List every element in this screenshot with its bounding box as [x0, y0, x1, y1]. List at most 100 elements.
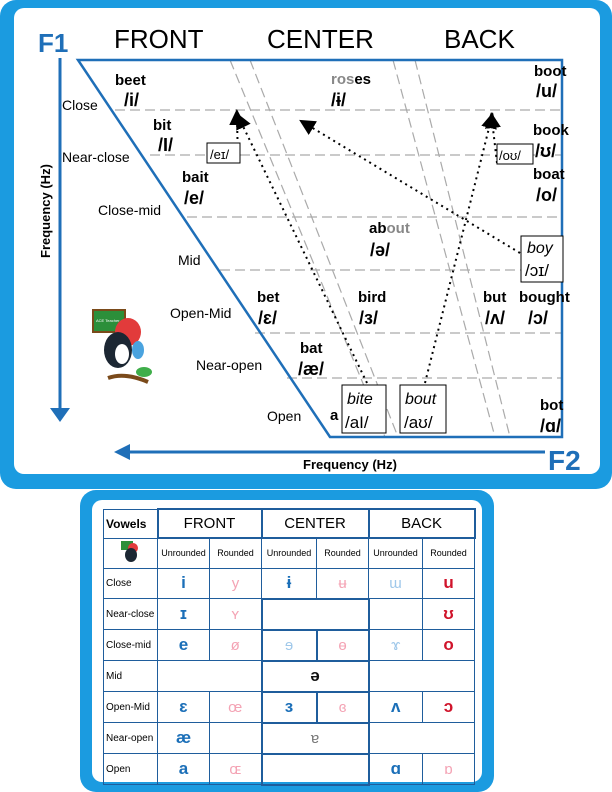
row-label: Close-mid: [103, 629, 158, 661]
vowel-cell: y: [208, 567, 263, 599]
ipa-roses: /ɨ/: [331, 90, 346, 110]
row-open: Open: [267, 408, 301, 424]
vowel-cell-empty: [368, 660, 476, 692]
row-near-close: Near-close: [62, 149, 130, 165]
ipa-bout: /aʊ/: [404, 413, 433, 432]
vowel-cell: i: [157, 567, 210, 599]
mascot-parrot-icon: ACE Teacher: [92, 309, 152, 384]
word-boot: boot: [534, 63, 566, 80]
ipa-bit: /I/: [158, 135, 173, 155]
word-roses: roses: [331, 71, 371, 88]
row-label: Near-open: [103, 722, 158, 754]
word-bot: bot: [540, 397, 563, 414]
vowel-cell: ɘ: [260, 628, 318, 662]
vowel-cell: e: [157, 629, 210, 661]
word-bait: bait: [182, 169, 209, 186]
freq-label-v: Frequency (Hz): [38, 164, 53, 258]
table-row: Open-Mid ɛ œ ɜ ɞ ʌ ɔ: [103, 690, 476, 724]
row-open-mid: Open-Mid: [170, 305, 231, 321]
ipa-ou: /oʊ/: [499, 148, 521, 163]
table-col-center: CENTER: [260, 508, 370, 539]
word-bat: bat: [300, 340, 323, 357]
vowel-cell: ɨ: [261, 567, 318, 599]
ipa-boat: /o/: [536, 185, 557, 205]
vowel-cell-empty: [156, 660, 263, 692]
vowel-cell: ʉ: [316, 567, 370, 599]
table-mascot-icon: [103, 537, 158, 569]
vowel-cell: ɒ: [422, 753, 476, 785]
col-back: BACK: [444, 24, 515, 54]
table-title: Vowels: [103, 508, 158, 539]
table-col-front: FRONT: [156, 508, 263, 539]
table-row: Near-open æ ɐ: [103, 721, 476, 755]
ipa-bet: /ɛ/: [258, 308, 277, 328]
word-about: about: [369, 220, 410, 237]
word-bite: bite: [347, 391, 373, 408]
vowel-cell-empty: [368, 722, 476, 754]
vowel-cell: ɜ: [260, 690, 318, 724]
ipa-beet: /i/: [124, 90, 139, 110]
ipa-bait: /e/: [184, 188, 204, 208]
word-boy: boy: [527, 240, 554, 257]
vowel-cell-empty: [260, 597, 370, 631]
vowel-cell-empty: [208, 722, 263, 754]
vowel-cell: ɞ: [315, 690, 370, 724]
word-a: a: [330, 407, 339, 424]
vowel-cell: ɔ: [422, 691, 476, 723]
table-row: Open a ɶ ɑ ɒ: [103, 752, 476, 786]
vowel-cell: ɑ: [368, 753, 424, 785]
table-col-back: BACK: [367, 508, 476, 539]
vowel-cell: o: [422, 629, 476, 661]
front-unrounded-header: Unrounded: [157, 537, 210, 569]
ipa-but: /ʌ/: [485, 308, 505, 328]
row-close: Close: [62, 97, 98, 113]
vowel-cell: ɤ: [368, 629, 424, 661]
vowel-cell: ɯ: [368, 567, 424, 599]
vowel-cell: æ: [157, 722, 210, 754]
vowel-cell: ɐ: [260, 721, 370, 755]
f1-label: F1: [38, 28, 68, 58]
vowel-cell: ʊ: [422, 598, 476, 630]
row-close-mid: Close-mid: [98, 202, 161, 218]
ipa-bought: /ɔ/: [528, 308, 548, 328]
svg-text:ACE Teacher: ACE Teacher: [96, 318, 120, 323]
row-label: Open-Mid: [103, 691, 158, 723]
row-label: Near-close: [103, 598, 158, 630]
vowel-chart-inner: [14, 8, 600, 474]
vowel-cell: ɪ: [157, 598, 210, 630]
word-bought: bought: [519, 289, 570, 306]
vowel-cell-empty: [260, 752, 370, 786]
col-front: FRONT: [114, 24, 204, 54]
vowel-cell: ø: [208, 629, 263, 661]
ipa-boot: /u/: [536, 81, 557, 101]
row-label: Mid: [103, 660, 158, 692]
table-row: Close i y ɨ ʉ ɯ u: [103, 567, 476, 599]
ipa-vowel-table: Vowels FRONT CENTER BACK Unrounded Round…: [103, 508, 476, 786]
back-rounded-header: Rounded: [422, 537, 476, 569]
vowel-cell: ʏ: [208, 598, 263, 630]
vowel-cell: œ: [208, 691, 263, 723]
vowel-cell: u: [422, 567, 476, 599]
table-row: Close-mid e ø ɘ ɵ ɤ o: [103, 628, 476, 662]
row-near-open: Near-open: [196, 357, 262, 373]
vowel-cell: a: [157, 753, 210, 785]
freq-label-h: Frequency (Hz): [303, 457, 397, 472]
word-bet: bet: [257, 289, 280, 306]
row-label: Close: [103, 567, 158, 599]
word-book: book: [533, 122, 569, 139]
center-unrounded-header: Unrounded: [261, 537, 318, 569]
f2-label: F2: [548, 445, 581, 476]
word-bout: bout: [405, 391, 437, 408]
ipa-bird: /ɜ/: [359, 308, 378, 328]
row-label: Open: [103, 753, 158, 785]
word-bird: bird: [358, 289, 386, 306]
word-boat: boat: [533, 166, 565, 183]
front-rounded-header: Rounded: [208, 537, 263, 569]
ipa-boy: /ɔɪ/: [525, 261, 549, 280]
vowel-cell: [368, 598, 424, 630]
vowel-trapezoid: [75, 58, 564, 439]
ipa-bite: /aI/: [345, 413, 369, 432]
ipa-book: /ʊ/: [535, 141, 556, 161]
vowel-cell: ɵ: [315, 628, 370, 662]
word-bit: bit: [153, 117, 171, 134]
